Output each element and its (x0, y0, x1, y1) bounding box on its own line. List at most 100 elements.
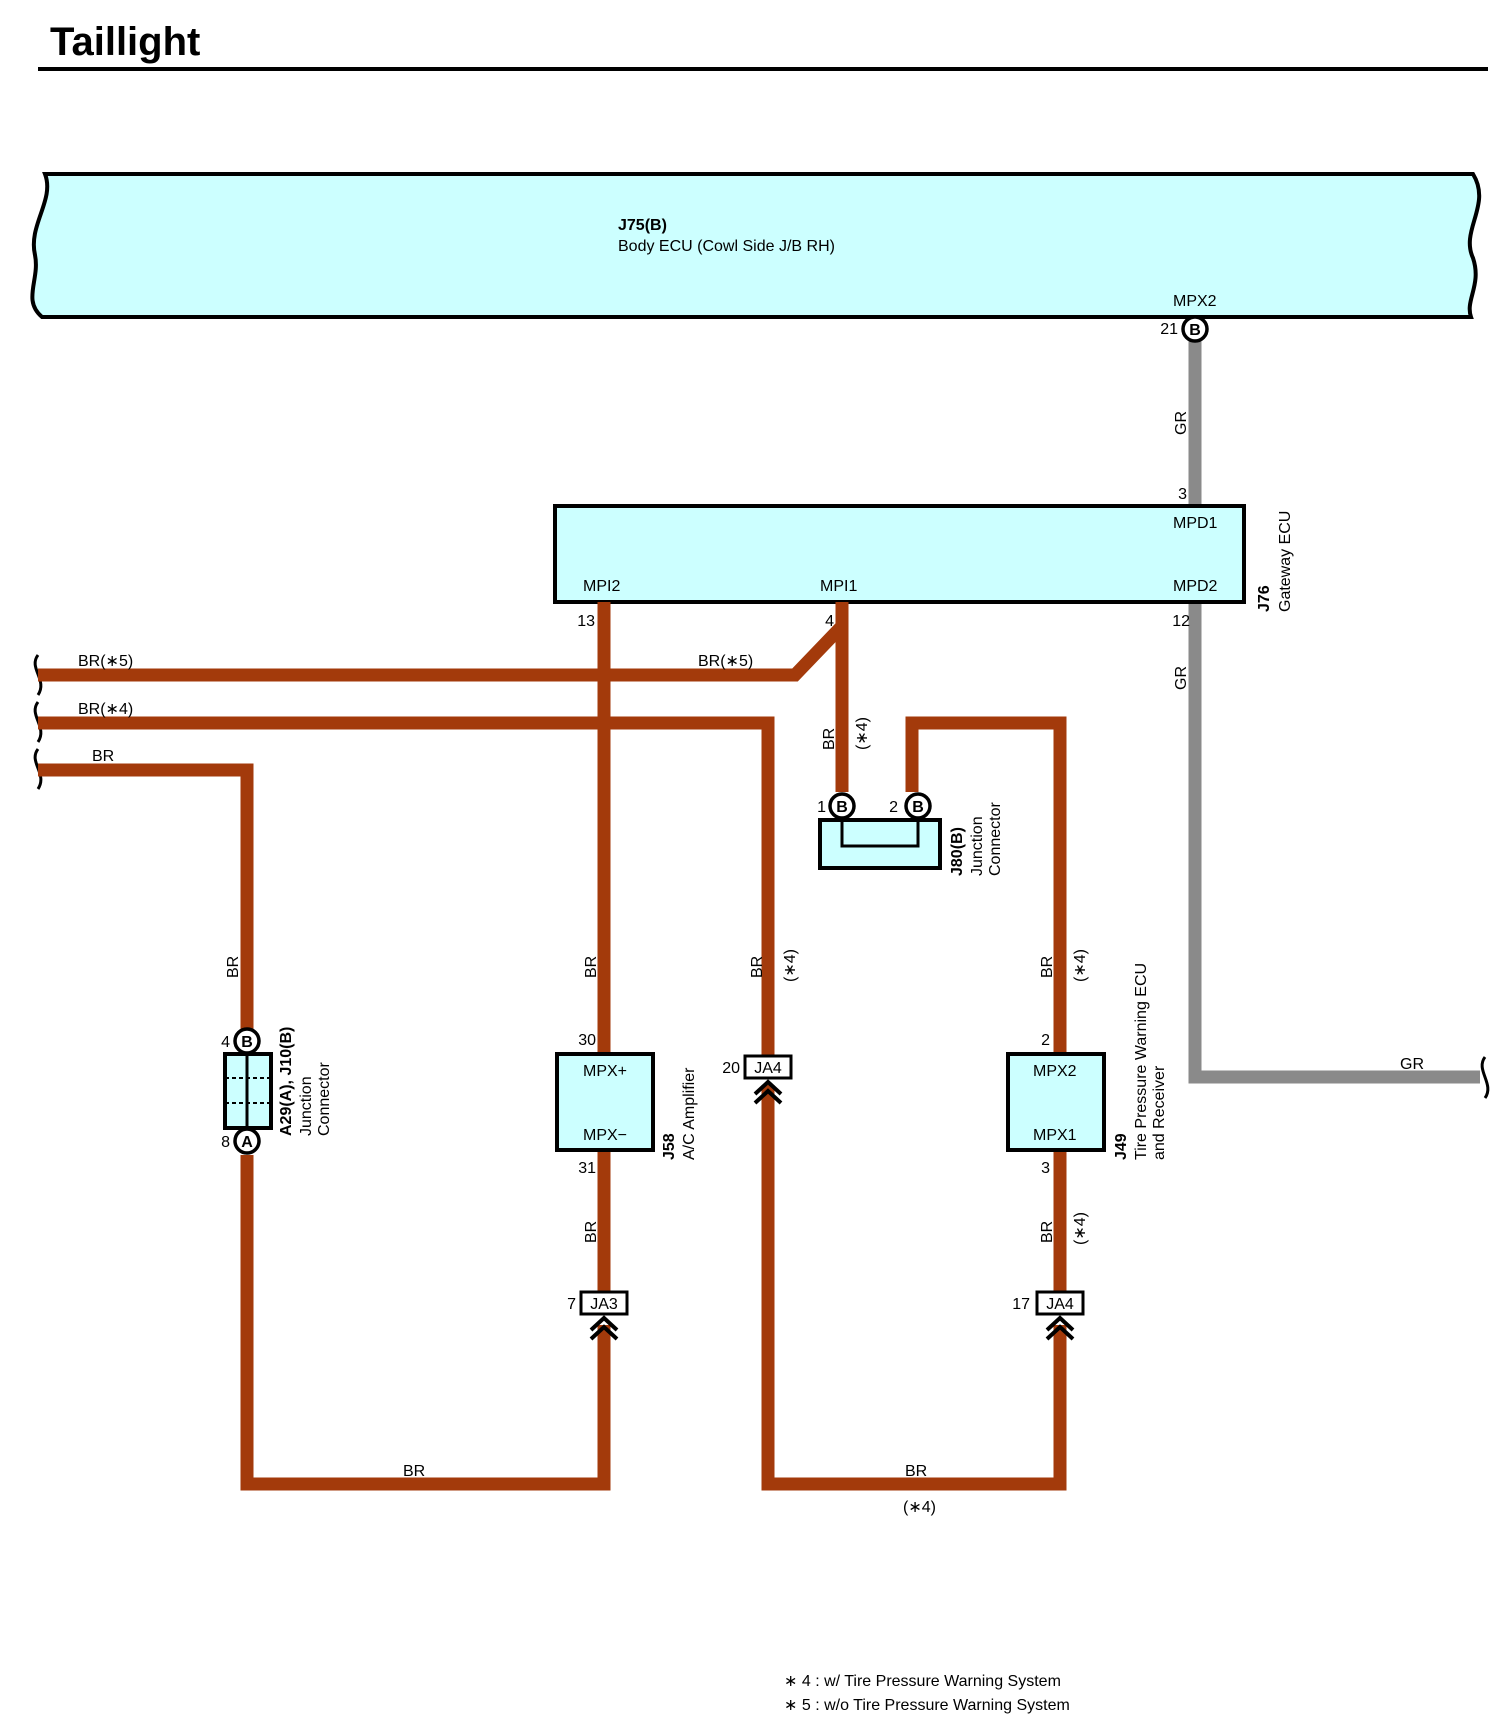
page-title: Taillight (50, 20, 200, 64)
j80-connector-box (818, 818, 942, 870)
ja4-20-chevron-2 (753, 1088, 783, 1105)
body-ecu-pin-mpx2: MPX2 (1173, 293, 1217, 310)
tpms-code: J49 (1113, 1133, 1130, 1160)
ac-name: A/C Amplifier (681, 1067, 698, 1160)
tpms-no-mpx2: 2 (1041, 1032, 1050, 1049)
a29-top-letter: B (241, 1034, 253, 1051)
ac-pin-plus: MPX+ (583, 1063, 627, 1080)
ac-no-minus: 31 (578, 1160, 596, 1177)
ac-pin-minus: MPX− (583, 1127, 627, 1144)
gateway-ecu-code: J76 (1256, 585, 1273, 612)
wire-label-br4-left: BR(∗4) (78, 701, 133, 718)
ja3-label: JA3 (590, 1296, 618, 1313)
ja3-chevron-1 (589, 1315, 619, 1332)
wire-label-br-j80: BR (821, 728, 838, 750)
body-ecu-box (30, 172, 1482, 319)
wire-label-gr-1: GR (1173, 411, 1190, 435)
gateway-no-mpi1: 4 (825, 613, 834, 630)
wire-label-br-ac: BR (583, 956, 600, 978)
tpms-name-2: and Receiver (1151, 1065, 1168, 1160)
a29-name-2: Connector (316, 1062, 333, 1136)
j80-code: J80(B) (949, 827, 966, 876)
a29-name-1: Junction (298, 1076, 315, 1136)
wire-label-br5-right: BR(∗5) (698, 653, 753, 670)
j80-name-1: Junction (969, 816, 986, 876)
inline-connector-ja4-17 (1035, 1290, 1085, 1316)
body-ecu-name: Body ECU (Cowl Side J/B RH) (618, 238, 835, 255)
wire-label-br-left: BR (92, 748, 114, 765)
ja4-17-pin: 17 (1012, 1296, 1030, 1313)
a29-bottom-circle (233, 1127, 261, 1155)
gateway-no-mpd1: 3 (1178, 486, 1187, 503)
gateway-no-mpd2: 12 (1172, 613, 1190, 630)
wire-label-br-tpms: BR (1039, 956, 1056, 978)
ja3-chevron-2 (589, 1324, 619, 1341)
a29-top-circle (233, 1027, 261, 1055)
wire-label-br-ja3: BR (583, 1221, 600, 1243)
j80-inner-link (840, 808, 920, 848)
wire-gr-gateway-out (1188, 602, 1480, 1084)
j80-pin2-letter: B (912, 799, 924, 816)
j80-pin2-no: 2 (889, 799, 898, 816)
wire-label-star4-tpms: (∗4) (1072, 949, 1089, 982)
a29-pin-bottom: 8 (221, 1134, 230, 1151)
gateway-pin-mpd2: MPD2 (1173, 578, 1218, 595)
a29-bottom-letter: A (241, 1134, 253, 1151)
wire-br-j80-to-tpms (905, 716, 1067, 1054)
j80-pin1-no: 1 (817, 799, 826, 816)
wire-label-br-a29: BR (225, 956, 242, 978)
wire-br-left-to-a29 (38, 763, 254, 1030)
gateway-pin-mpi1: MPI1 (820, 578, 857, 595)
body-ecu-pin-21: 21 (1160, 321, 1178, 338)
tpms-ecu-box (1006, 1052, 1106, 1152)
a29-code: A29(A), J10(B) (278, 1027, 295, 1136)
wire-label-star4-ja4: (∗4) (782, 949, 799, 982)
ac-amplifier-box (555, 1052, 655, 1152)
wire-label-star4-j80: (∗4) (854, 717, 871, 750)
wire-br-a29-to-ja3 (240, 1155, 611, 1491)
wire-label-br-bottom-left: BR (403, 1463, 425, 1480)
ja3-pin: 7 (567, 1296, 576, 1313)
tpms-pin-mpx1: MPX1 (1033, 1127, 1077, 1144)
wire-br-ja4-loop (761, 1085, 1067, 1491)
ja4-17-chevron-2 (1045, 1324, 1075, 1341)
gateway-ecu-name: Gateway ECU (1277, 511, 1294, 612)
j80-pin1-letter: B (836, 799, 848, 816)
wire-label-br-bottom-right: BR (905, 1463, 927, 1480)
gateway-no-mpi2: 13 (577, 613, 595, 630)
tpms-pin-mpx2: MPX2 (1033, 1063, 1077, 1080)
j80-pin1-circle (828, 792, 856, 820)
ac-code: J58 (661, 1133, 678, 1160)
wire-label-br5-left: BR(∗5) (78, 653, 133, 670)
wire-br5 (38, 621, 847, 682)
body-ecu-code: J75(B) (618, 217, 667, 234)
wire-label-gr-2: GR (1173, 666, 1190, 690)
note-star4: ∗ 4 : w/ Tire Pressure Warning System (784, 1673, 1061, 1690)
ac-no-plus: 30 (578, 1032, 596, 1049)
gateway-pin-mpi2: MPI2 (583, 578, 620, 595)
gateway-pin-mpd1: MPD1 (1173, 515, 1218, 532)
ja4-20-label: JA4 (754, 1060, 782, 1077)
wire-br4 (38, 716, 775, 1062)
ja4-17-chevron-1 (1045, 1315, 1075, 1332)
wire-label-gr-3: GR (1400, 1056, 1424, 1073)
wire-label-star4-ja4-17: (∗4) (1072, 1212, 1089, 1245)
inline-connector-ja4-20 (743, 1054, 793, 1080)
gateway-ecu-box (553, 504, 1246, 604)
tpms-name-1: Tire Pressure Warning ECU (1133, 963, 1150, 1160)
inline-connector-ja3 (579, 1290, 629, 1316)
body-ecu-conn-letter: B (1189, 322, 1201, 339)
wire-label-star4-bottom: (∗4) (903, 1499, 936, 1516)
a29-pin-top: 4 (221, 1034, 230, 1051)
break-mark-right (1480, 1056, 1490, 1099)
wire-label-br-ja4-17: BR (1039, 1221, 1056, 1243)
j80-pin2-circle (904, 792, 932, 820)
tpms-no-mpx1: 3 (1041, 1160, 1050, 1177)
j80-name-2: Connector (987, 802, 1004, 876)
ja4-17-label: JA4 (1046, 1296, 1074, 1313)
note-star5: ∗ 5 : w/o Tire Pressure Warning System (784, 1697, 1070, 1714)
ja4-20-chevron-1 (753, 1079, 783, 1096)
body-ecu-connector-circle (1181, 315, 1209, 343)
